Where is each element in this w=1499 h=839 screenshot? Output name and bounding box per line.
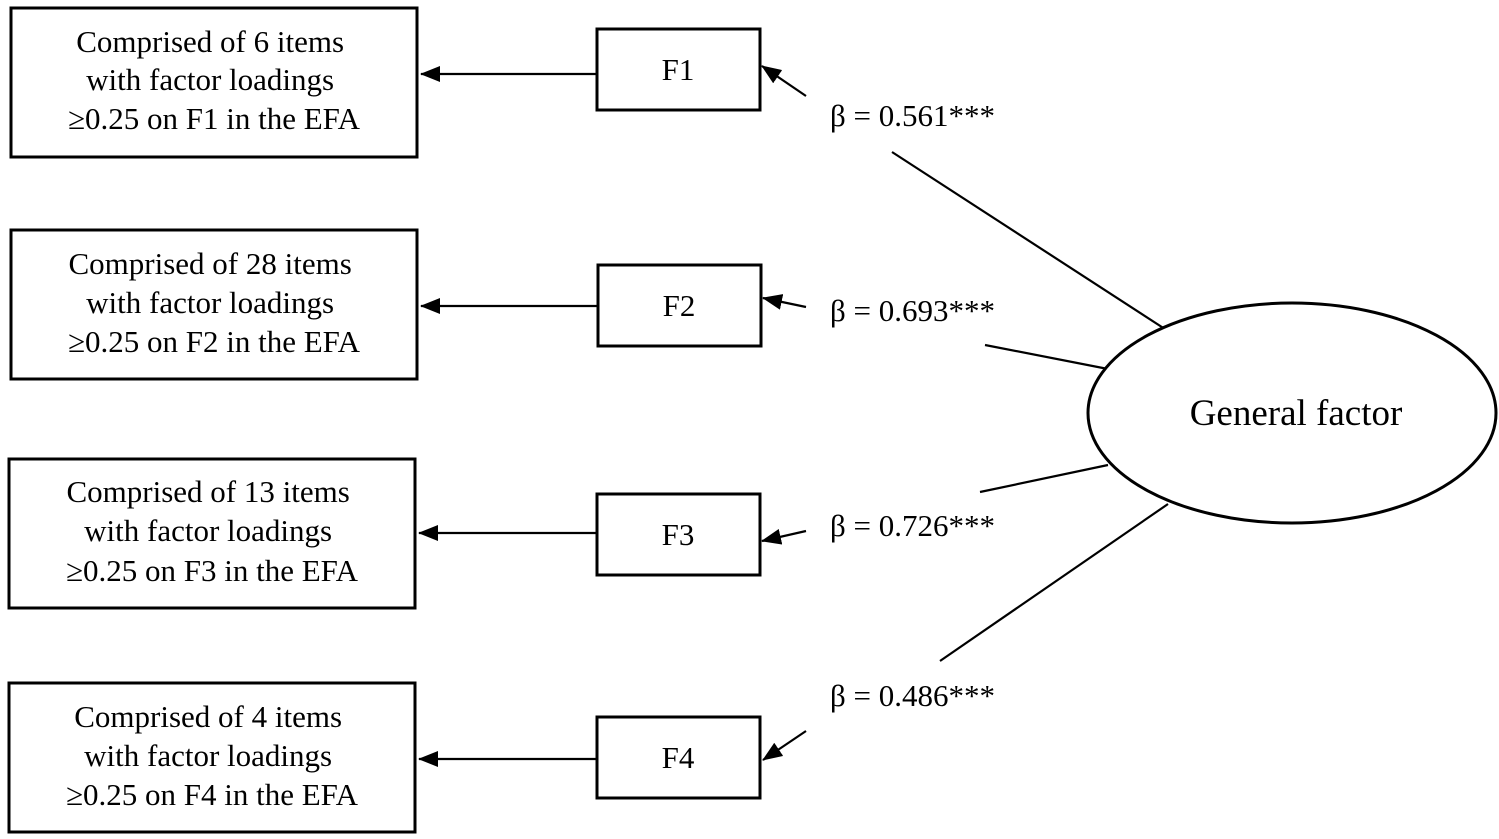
- items-box-f2-line-2: with factor loadings: [86, 285, 334, 320]
- factor-box-f4-label: F4: [662, 740, 695, 775]
- loading-line-f1: [891, 151, 1169, 332]
- items-box-f4: [7, 681, 417, 834]
- factor-row-f3: Comprised of 13 items with factor loadin…: [7, 457, 1109, 610]
- factor-box-f3: [595, 492, 762, 577]
- items-box-f3: [7, 457, 417, 610]
- loading-line-f4: [939, 503, 1169, 662]
- loading-arrow-f2: [762, 294, 807, 310]
- items-box-f3-text: Comprised of 13 items with factor loadin…: [66, 474, 359, 588]
- loading-arrow-f1: [761, 65, 807, 97]
- items-box-f2-line-1: Comprised of 28 items: [68, 246, 351, 281]
- factor-box-f1-label: F1: [662, 52, 695, 87]
- items-box-f3-line-3: ≥0.25 on F3 in the EFA: [66, 553, 359, 588]
- factor-box-f1: [595, 27, 762, 112]
- items-box-f4-line-2: with factor loadings: [84, 738, 332, 773]
- items-box-f1-line-3: ≥0.25 on F1 in the EFA: [68, 101, 361, 136]
- general-factor-ellipse: [1086, 301, 1498, 525]
- factor-row-f4: Comprised of 4 items with factor loading…: [7, 503, 1169, 834]
- items-box-f2-text: Comprised of 28 items with factor loadin…: [68, 246, 361, 359]
- items-box-f4-line-1: Comprised of 4 items: [74, 699, 342, 734]
- general-factor-label: General factor: [1190, 393, 1403, 434]
- loading-line-f2: [984, 343, 1109, 371]
- general-factor-node: General factor: [1086, 301, 1498, 525]
- factor-row-f2: Comprised of 28 items with factor loadin…: [9, 228, 1109, 381]
- factor-box-f2-label: F2: [663, 288, 696, 323]
- loading-arrow-f3: [761, 528, 807, 545]
- loading-line-f3: [979, 463, 1109, 494]
- items-box-f1: [9, 6, 419, 159]
- loading-label-f3: β = 0.726***: [830, 508, 995, 543]
- items-box-f1-line-1: Comprised of 6 items: [76, 24, 344, 59]
- factor-box-f3-label: F3: [662, 517, 695, 552]
- items-box-f1-text: Comprised of 6 items with factor loading…: [68, 24, 361, 136]
- loading-arrow-f4: [762, 730, 807, 761]
- items-box-f4-text: Comprised of 4 items with factor loading…: [66, 699, 359, 812]
- items-box-f1-line-2: with factor loadings: [86, 62, 334, 97]
- items-box-f2-line-3: ≥0.25 on F2 in the EFA: [68, 324, 361, 359]
- items-box-f4-line-3: ≥0.25 on F4 in the EFA: [66, 777, 359, 812]
- factor-box-f2: [596, 263, 763, 348]
- factor-row-f1: Comprised of 6 items with factor loading…: [9, 6, 1169, 332]
- loading-label-f1: β = 0.561***: [830, 98, 995, 133]
- loading-label-f2: β = 0.693***: [830, 293, 995, 328]
- items-box-f2: [9, 228, 419, 381]
- items-box-f3-line-2: with factor loadings: [84, 513, 332, 548]
- factor-box-f4: [595, 715, 762, 800]
- items-box-f3-line-1: Comprised of 13 items: [66, 474, 349, 509]
- loading-label-f4: β = 0.486***: [830, 678, 995, 713]
